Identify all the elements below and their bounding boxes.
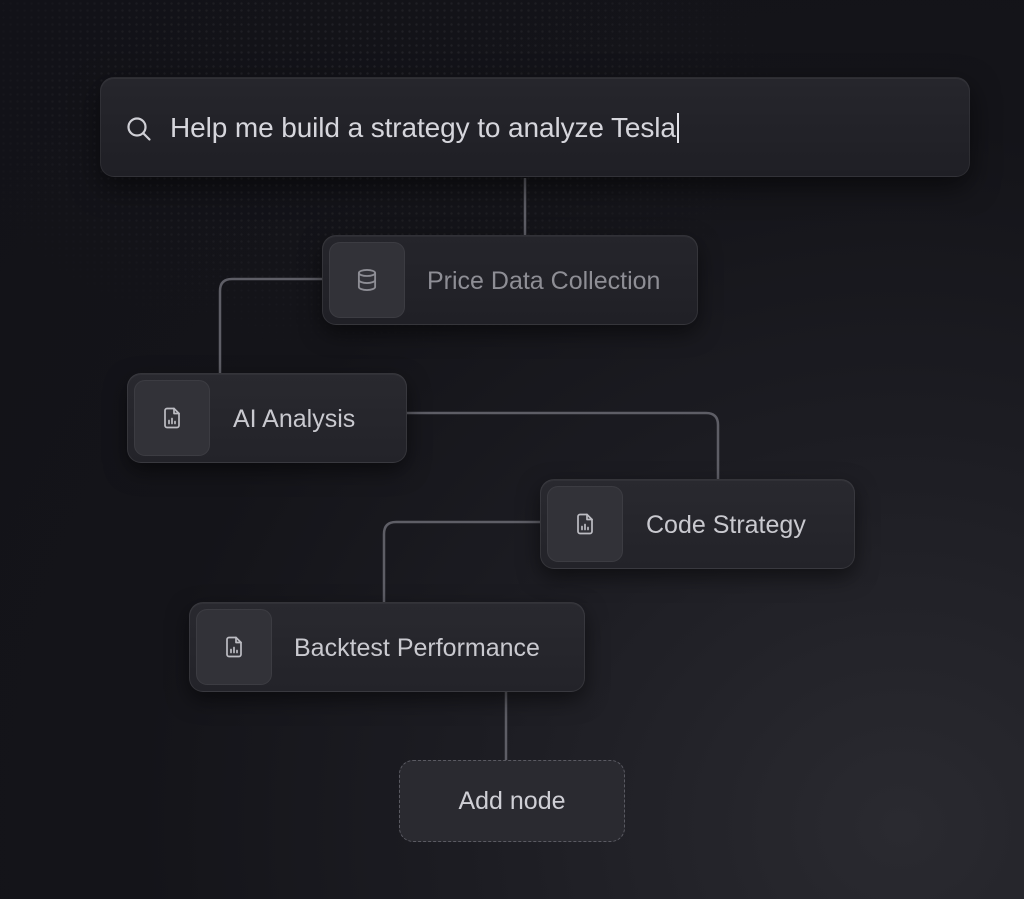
search-icon [125,115,153,143]
file-chart-icon [134,380,210,456]
search-input[interactable]: Help me build a strategy to analyze Tesl… [170,108,679,148]
node-code-strategy[interactable]: Code Strategy [540,479,855,569]
node-label: Backtest Performance [294,634,540,662]
node-label: Code Strategy [646,511,806,539]
text-caret [676,113,679,143]
node-price-data-collection[interactable]: Price Data Collection [322,235,698,325]
connector-code-to-backtest [382,520,542,604]
node-label: Price Data Collection [427,267,661,295]
node-ai-analysis[interactable]: AI Analysis [127,373,407,463]
node-label: AI Analysis [233,405,356,433]
node-backtest-performance[interactable]: Backtest Performance [189,602,585,692]
connector-price-to-ai [218,277,324,375]
search-query-text: Help me build a strategy to analyze Tesl… [170,112,676,143]
add-node-button[interactable]: Add node [399,760,625,842]
file-chart-icon [547,486,623,562]
file-chart-icon [196,609,272,685]
database-icon [329,242,405,318]
prompt-search-bar[interactable]: Help me build a strategy to analyze Tesl… [100,77,970,177]
connector-ai-to-code [407,411,720,480]
